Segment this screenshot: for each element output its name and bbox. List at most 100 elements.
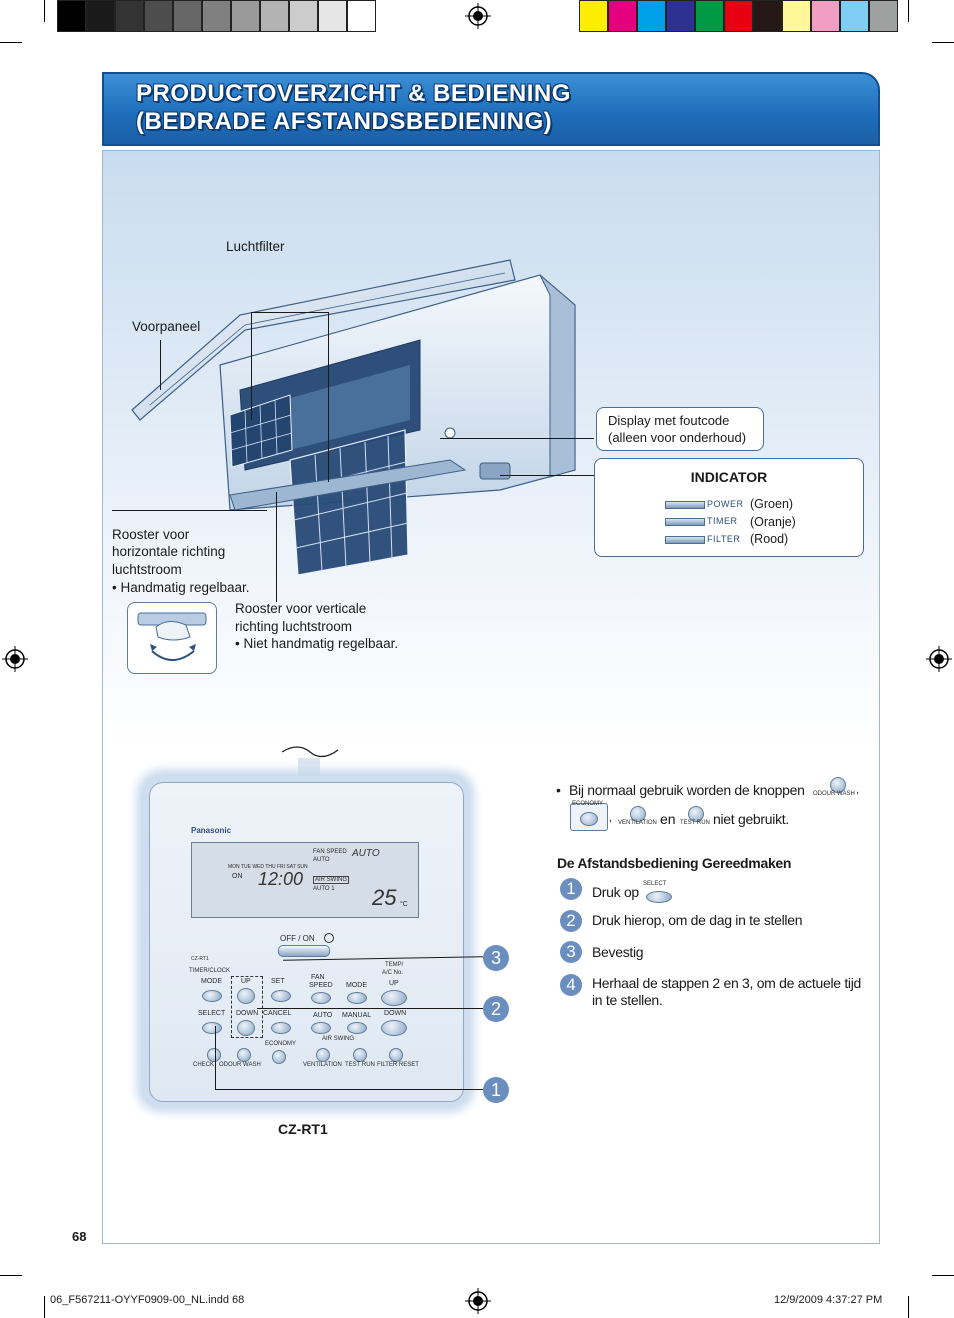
rooster-h-line-1: Rooster voor [112, 527, 190, 542]
rooster-v-line-2: richting luchtstroom [235, 619, 353, 634]
filter-reset-button[interactable] [389, 1048, 403, 1062]
cancel-label: CANCEL [263, 1010, 292, 1017]
page-title-line-1: PRODUCTOVERZICHT & BEDIENING [136, 80, 571, 107]
leader-line [160, 340, 161, 390]
callout-2: 2 [483, 996, 509, 1022]
crop-mark [932, 1275, 954, 1276]
timer-mode-button[interactable] [202, 990, 222, 1002]
lcd-auto-big: AUTO [352, 848, 380, 859]
registration-mark-icon [465, 1288, 491, 1314]
manual-adjust-icon [127, 602, 217, 674]
model-small-label: CZ-RT1 [191, 956, 209, 962]
label-voorpaneel: Voorpaneel [132, 319, 201, 334]
test-run-button[interactable] [353, 1048, 367, 1062]
step-3-number: 3 [560, 941, 582, 963]
odour-wash-button[interactable] [237, 1048, 251, 1062]
page-number: 68 [72, 1229, 87, 1244]
mode-left-label: MODE [201, 978, 222, 985]
lcd-temperature: 25 [372, 885, 397, 910]
lcd-auto-1: AUTO 1 [313, 886, 335, 892]
rooster-v-line-1: Rooster voor verticale [235, 601, 367, 616]
ventilation-label: VENTILATION [303, 1062, 342, 1068]
ventilation-icon [630, 806, 646, 822]
gray-swatch [57, 0, 86, 32]
comma-2: , [609, 812, 613, 824]
color-swatch [666, 0, 695, 32]
crop-mark [932, 42, 954, 43]
display-label-line-2: (alleen voor onderhoud) [608, 430, 747, 445]
lcd-temp-unit: °C [400, 901, 408, 908]
leader-line [251, 312, 252, 420]
color-swatch [695, 0, 724, 32]
odour-wash-label: ODOUR WASH [219, 1062, 261, 1068]
off-on-button[interactable] [278, 945, 330, 957]
gray-swatch [173, 0, 202, 32]
auto-button[interactable] [311, 1022, 331, 1034]
economy-button-icon [580, 812, 598, 826]
fan-label: FAN [311, 974, 325, 981]
color-swatch [782, 0, 811, 32]
cancel-button[interactable] [271, 1022, 291, 1034]
odour-wash-small-label: ODOUR WASH [813, 791, 855, 797]
mode-button[interactable] [347, 992, 367, 1004]
step-1-number: 1 [560, 878, 582, 900]
display-callout: Display met foutcode (alleen voor onderh… [596, 407, 764, 451]
indicator-callout: INDICATOR POWER (Groen) TIMER (Oranje) F… [594, 458, 864, 557]
registration-mark-icon [465, 3, 491, 29]
color-swatch [637, 0, 666, 32]
callout-1: 1 [483, 1077, 509, 1103]
odour-wash-icon [830, 777, 846, 793]
gray-swatch [202, 0, 231, 32]
rooster-h-line-2: horizontale richting [112, 544, 226, 559]
test-run-label: TEST RUN [345, 1062, 375, 1068]
brand-logo: Panasonic [191, 826, 232, 835]
color-swatch [608, 0, 637, 32]
auto-label: AUTO [313, 1012, 333, 1019]
check-button[interactable] [207, 1048, 221, 1062]
en-text: en [660, 811, 676, 827]
section-heading: De Afstandsbediening Gereedmaken [557, 855, 792, 871]
fan-speed-button[interactable] [311, 992, 331, 1004]
set-label: SET [271, 978, 285, 985]
manual-button[interactable] [347, 1022, 367, 1034]
off-on-label: OFF / ON [280, 934, 315, 943]
economy-button[interactable] [272, 1050, 286, 1064]
temp-up-button[interactable] [381, 990, 407, 1006]
select-button[interactable] [202, 1022, 222, 1034]
label-luchtfilter: Luchtfilter [226, 239, 285, 254]
step-1-text: Druk op [592, 884, 639, 900]
leader-line [251, 312, 329, 313]
up-button[interactable] [237, 988, 255, 1004]
timer-led-icon [665, 518, 705, 526]
mode-label: MODE [346, 982, 367, 989]
step-3-text: Bevestig [592, 944, 644, 960]
color-swatch [579, 0, 608, 32]
lcd-display: MON TUE WED THU FRI SAT SUN ON 12:00 FAN… [191, 842, 419, 918]
display-label-line-1: Display met foutcode [608, 413, 730, 428]
air-conditioner-illustration [131, 259, 576, 576]
select-button-icon [646, 891, 672, 903]
set-button[interactable] [271, 990, 291, 1002]
leader-line [112, 510, 267, 511]
ventilation-button[interactable] [316, 1048, 330, 1062]
lcd-days: MON TUE WED THU FRI SAT SUN [228, 864, 308, 870]
filter-led-icon [665, 536, 705, 544]
color-swatch [840, 0, 869, 32]
power-label: POWER [707, 499, 744, 509]
temp-down-button[interactable] [381, 1020, 407, 1036]
select-label: SELECT [198, 1010, 226, 1017]
title-banner: PRODUCTOVERZICHT & BEDIENING (BEDRADE AF… [102, 72, 880, 146]
filter-color: (Rood) [750, 532, 789, 546]
note-text-a: Bij normaal gebruik worden de knoppen [569, 782, 805, 798]
down-button[interactable] [237, 1020, 255, 1036]
rooster-v-line-3: • Niet handmatig regelbaar. [235, 636, 399, 651]
crop-mark [0, 1275, 22, 1276]
lcd-auto: AUTO [313, 857, 330, 863]
remote-model-caption: CZ-RT1 [278, 1121, 328, 1137]
gray-swatch [260, 0, 289, 32]
gray-swatch [318, 0, 347, 32]
remote-controller: Panasonic MON TUE WED THU FRI SAT SUN ON… [143, 776, 468, 1106]
leader-line [500, 475, 594, 476]
dashed-group [231, 976, 263, 1038]
power-color: (Groen) [750, 497, 794, 511]
